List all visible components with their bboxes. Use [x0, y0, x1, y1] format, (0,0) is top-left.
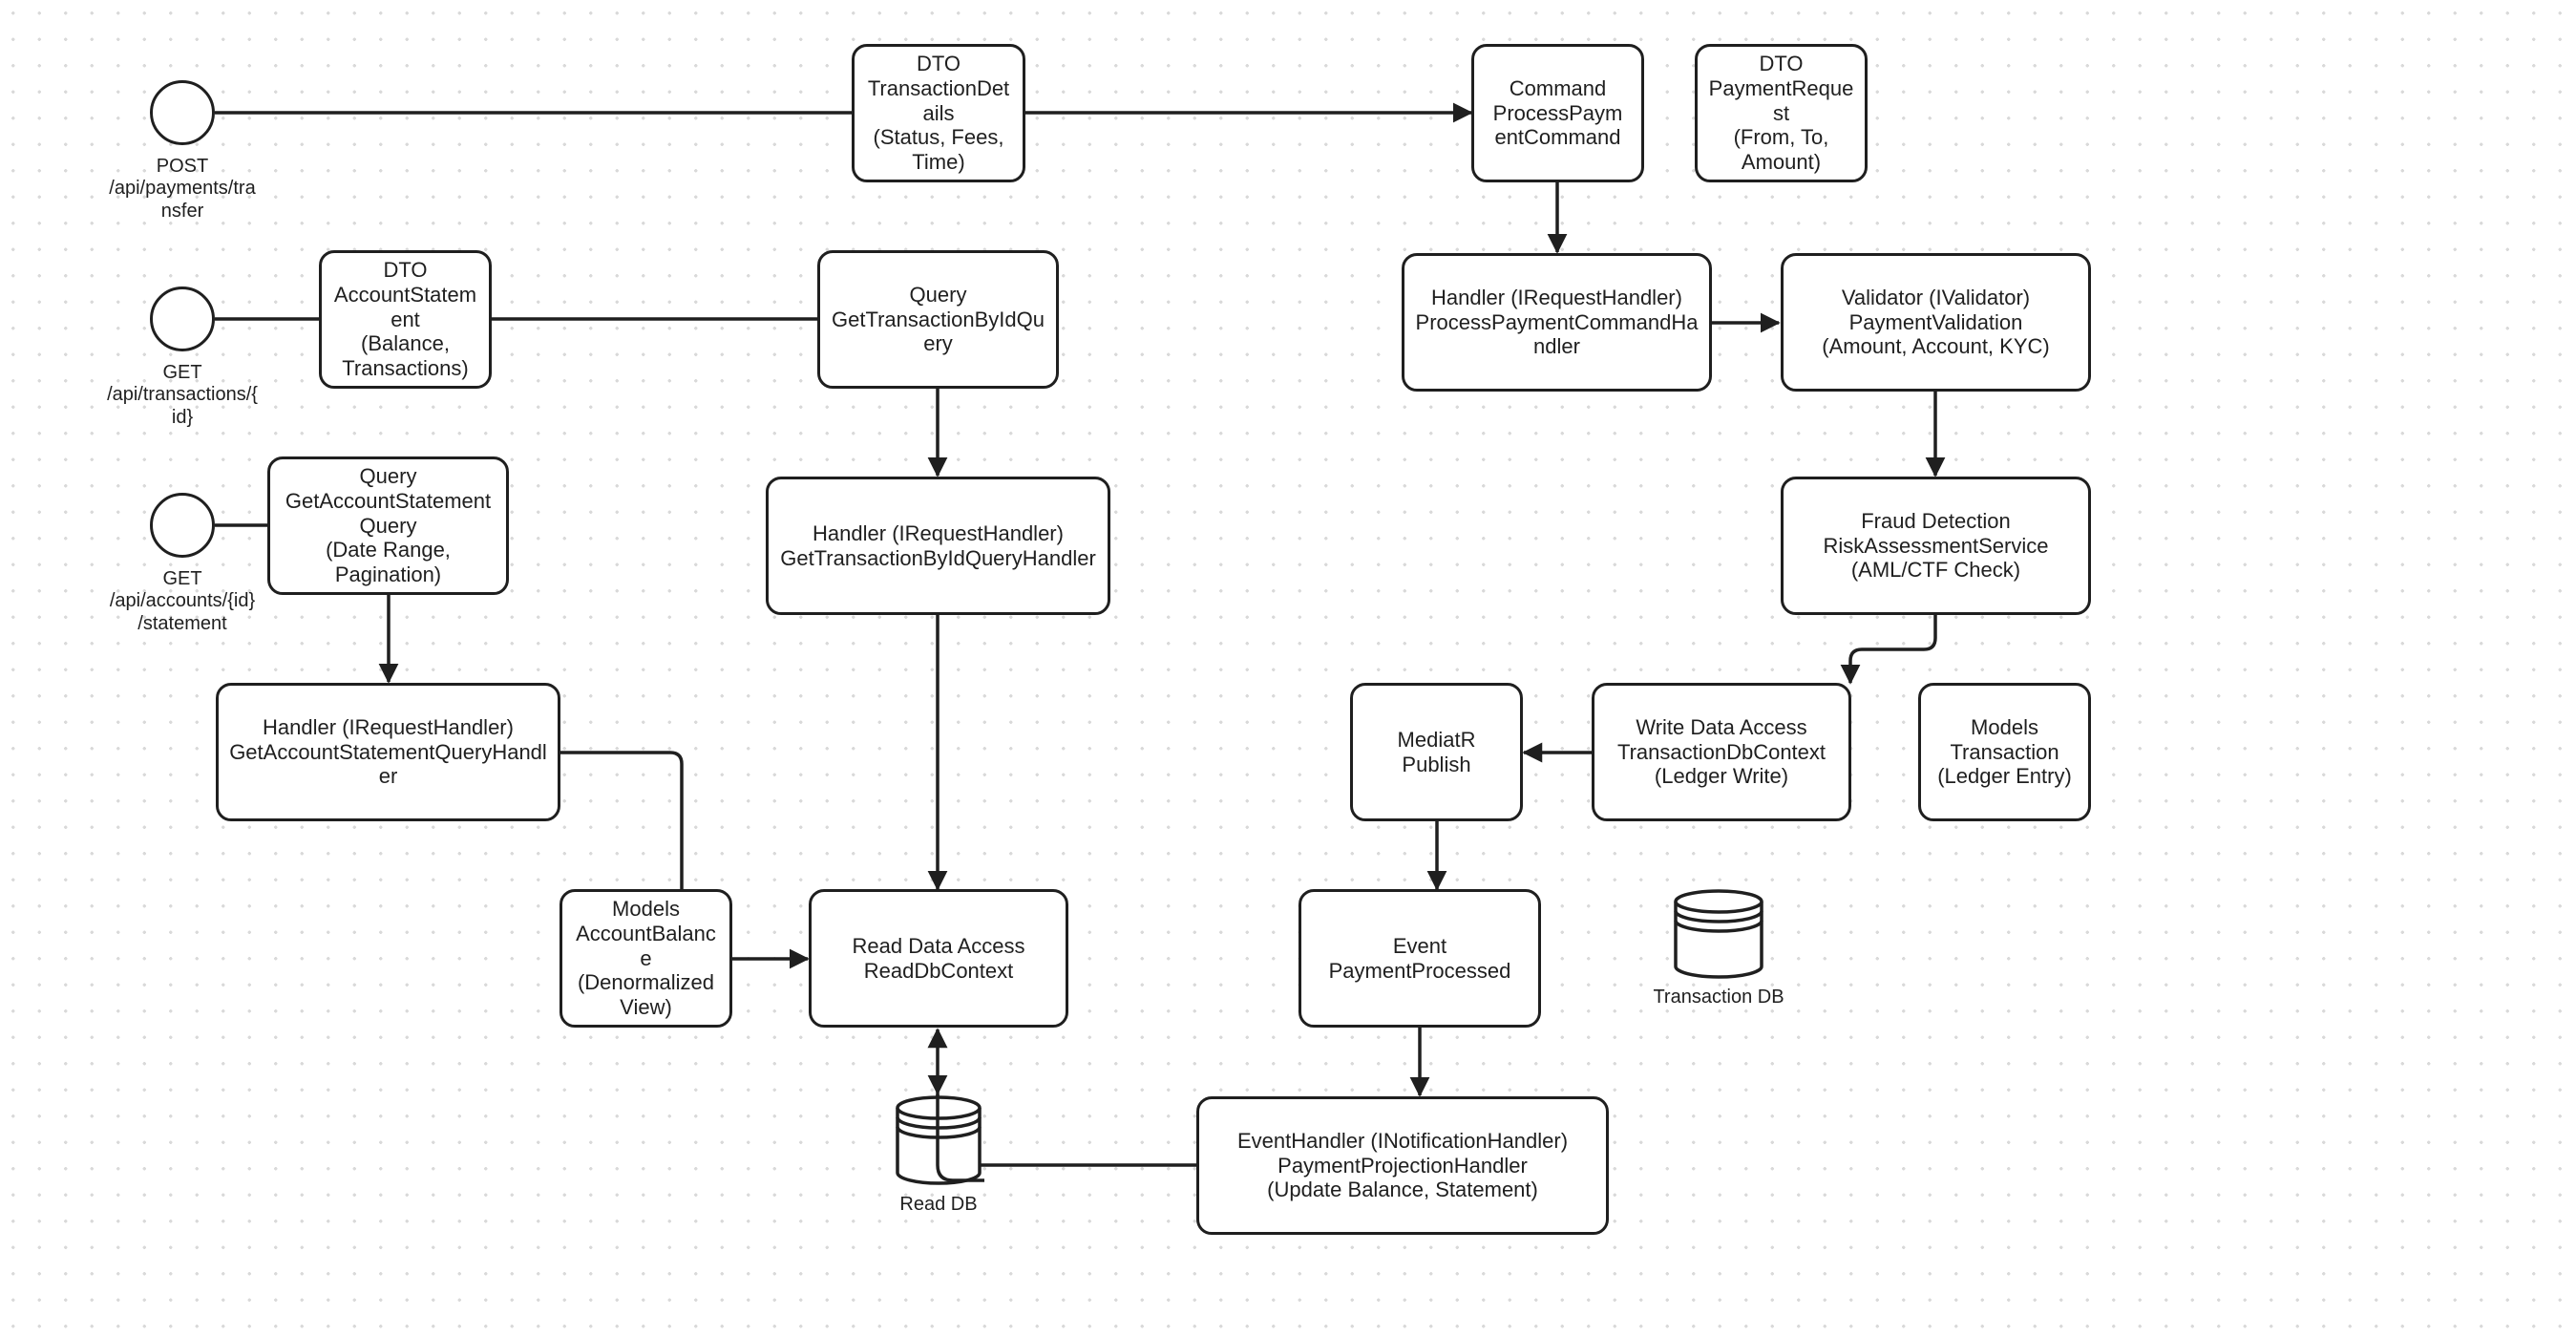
handler-get-statement-box: Handler (IRequestHandler) GetAccountStat…	[216, 683, 560, 821]
models-transaction-box: Models Transaction (Ledger Entry)	[1918, 683, 2091, 821]
event-payment-processed-box: Event PaymentProcessed	[1299, 889, 1541, 1028]
validator-payment-box: Validator (IValidator) PaymentValidation…	[1781, 253, 2091, 392]
write-data-access-box: Write Data Access TransactionDbContext (…	[1592, 683, 1851, 821]
start-event-post-transfer	[150, 80, 215, 145]
handler-process-payment-box: Handler (IRequestHandler) ProcessPayment…	[1402, 253, 1712, 392]
dto-payment-request-box: DTO PaymentReque st (From, To, Amount)	[1695, 44, 1868, 182]
command-process-payment-box: Command ProcessPaym entCommand	[1471, 44, 1644, 182]
models-account-balance-box: Models AccountBalanc e (Denormalized Vie…	[560, 889, 732, 1028]
endpoint-label-get-statement: GET /api/accounts/{id} /statement	[109, 568, 256, 634]
read-db-icon	[896, 1094, 984, 1185]
fraud-detection-box: Fraud Detection RiskAssessmentService (A…	[1781, 477, 2091, 615]
dto-transaction-details-box: DTO TransactionDet ails (Status, Fees, T…	[852, 44, 1025, 182]
read-db-label: Read DB	[899, 1194, 978, 1215]
transaction-db-label: Transaction DB	[1653, 987, 1784, 1008]
query-get-transaction-box: Query GetTransactionByIdQu ery	[817, 250, 1059, 389]
connector-fraud-to-write	[1840, 614, 1937, 685]
handler-get-transaction-box: Handler (IRequestHandler) GetTransaction…	[766, 477, 1110, 615]
transaction-db-icon	[1674, 889, 1763, 979]
event-handler-projection-box: EventHandler (INotificationHandler) Paym…	[1196, 1096, 1609, 1235]
start-event-get-transaction	[150, 286, 215, 351]
mediatr-publish-box: MediatR Publish	[1350, 683, 1523, 821]
start-event-get-statement	[150, 493, 215, 558]
read-data-access-box: Read Data Access ReadDbContext	[809, 889, 1068, 1028]
endpoint-label-post-transfer: POST /api/payments/tra nsfer	[109, 156, 256, 222]
endpoint-label-get-transaction: GET /api/transactions/{ id}	[107, 362, 258, 428]
dto-account-statement-box: DTO AccountStatem ent (Balance, Transact…	[319, 250, 492, 389]
query-get-statement-box: Query GetAccountStatement Query (Date Ra…	[267, 456, 509, 595]
